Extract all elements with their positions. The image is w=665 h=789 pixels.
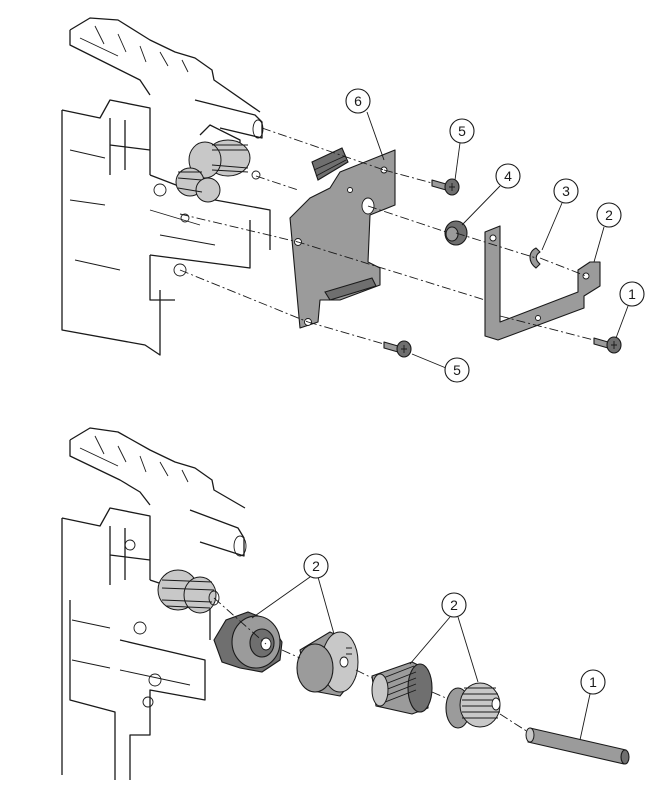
top-e-clip-3: [529, 247, 541, 269]
top-callouts: 6 5 4 3 2 1 5: [345, 88, 645, 383]
bottom-gear-stack: [157, 569, 220, 614]
bottom-main-frame: [61, 427, 247, 780]
callout-2: 2: [605, 207, 613, 223]
top-gear-stack: [175, 139, 261, 203]
top-figure: 6 5 4 3 2 1 5: [61, 17, 645, 383]
callout-2-upper: 2: [312, 558, 320, 574]
bottom-shaft-1: [525, 727, 630, 765]
bottom-spring-2: [371, 661, 433, 715]
callout-6: 6: [354, 93, 362, 109]
top-screw-5-upper: [431, 178, 460, 196]
bottom-figure: 2 2 1: [61, 427, 630, 780]
top-screw-1: [593, 336, 622, 354]
callout-4: 4: [504, 168, 512, 184]
bottom-assembly-line: [213, 597, 529, 733]
bottom-cylinder-2: [296, 631, 359, 697]
callout-5-upper: 5: [458, 123, 466, 139]
top-bracket-2: [484, 225, 601, 341]
callout-1-shaft: 1: [589, 674, 597, 690]
callout-5-lower: 5: [453, 362, 461, 378]
top-screw-5-lower: [383, 340, 412, 358]
callout-3: 3: [562, 183, 570, 199]
top-assembly-lines: [179, 127, 595, 345]
bottom-cam-2: [213, 611, 283, 673]
callout-2-lower: 2: [450, 597, 458, 613]
callout-1: 1: [628, 286, 636, 302]
top-main-frame: [61, 17, 271, 356]
top-bracket-plate: [289, 147, 396, 329]
bottom-gear-2: [445, 682, 501, 729]
bottom-callouts: 2 2 1: [251, 553, 606, 741]
